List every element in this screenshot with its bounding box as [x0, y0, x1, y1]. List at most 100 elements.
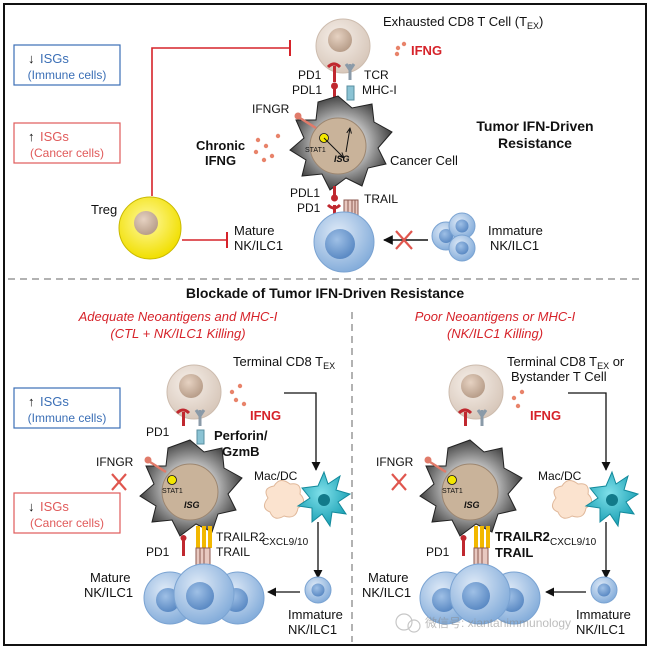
svg-text:ISGs: ISGs: [40, 51, 69, 66]
svg-text:TCR: TCR: [364, 68, 389, 82]
svg-text:NK/ILC1: NK/ILC1: [288, 622, 337, 637]
treg-cell: [118, 196, 182, 260]
svg-text:Mac/DC: Mac/DC: [254, 469, 298, 483]
watermark: 微信号: xiantanimmunology: [395, 613, 571, 633]
svg-text:(Cancer cells): (Cancer cells): [30, 146, 104, 160]
chronic-ifng-dots: [253, 133, 281, 163]
svg-text:Mac/DC: Mac/DC: [538, 469, 582, 483]
mhc1-molecule: [346, 85, 355, 101]
svg-text:PDL1: PDL1: [292, 83, 322, 97]
svg-text:(NK/ILC1 Killing): (NK/ILC1 Killing): [447, 326, 543, 341]
svg-text:IFNGR: IFNGR: [376, 455, 414, 469]
immature-nk-cluster: [431, 212, 476, 262]
up-arrow-icon: ↑: [28, 394, 35, 409]
tex-label: Exhausted CD8 T Cell (TEX): [383, 14, 543, 31]
isgs-cancer-box-left: ↓ ISGs (Cancer cells): [13, 492, 121, 534]
treg-inhibits-tex-line: [151, 47, 289, 196]
trailr2-receptor: [196, 526, 212, 548]
stat1-arrow: [323, 137, 344, 158]
cancer-cell: [419, 439, 523, 537]
trail-ligand: [473, 547, 489, 567]
cytokine-dots: [394, 41, 407, 57]
svg-text:IFNG: IFNG: [530, 408, 561, 423]
svg-text:Tumor IFN-Driven: Tumor IFN-Driven: [476, 118, 593, 134]
ifng-label: IFNG: [411, 43, 442, 58]
svg-text:TRAILR2: TRAILR2: [216, 530, 266, 544]
svg-text:STAT1: STAT1: [442, 488, 463, 495]
svg-text:STAT1: STAT1: [162, 488, 183, 495]
exhausted-t-cell: [315, 18, 371, 74]
svg-text:NK/ILC1: NK/ILC1: [576, 622, 625, 637]
up-arrow-icon: ↑: [28, 129, 35, 144]
trailr2-receptor: [474, 526, 490, 548]
svg-text:ISG: ISG: [464, 500, 480, 510]
cancer-cell-label: Cancer Cell: [390, 153, 458, 168]
svg-text:NK/ILC1: NK/ILC1: [490, 238, 539, 253]
pd1-receptor: [460, 535, 467, 556]
svg-text:NK/ILC1: NK/ILC1: [84, 585, 133, 600]
isgs-immune-box-left: ↑ ISGs (Immune cells): [13, 387, 121, 429]
blockade-title: Blockade of Tumor IFN-Driven Resistance: [186, 285, 464, 301]
stat1-dot: [447, 475, 457, 485]
cytokine-dots: [511, 389, 525, 409]
svg-text:ISG: ISG: [184, 500, 200, 510]
pd1-receptor: [175, 408, 191, 426]
blocked-x-icon: [111, 473, 127, 491]
svg-text:(Cancer cells): (Cancer cells): [30, 516, 104, 530]
svg-text:Bystander T Cell: Bystander T Cell: [511, 369, 607, 384]
svg-text:ISGs: ISGs: [40, 499, 69, 514]
svg-text:TRAIL: TRAIL: [495, 545, 533, 560]
svg-text:Immature: Immature: [576, 607, 631, 622]
pdl1-ligand: [331, 82, 338, 98]
isgs-cancer-box-top: ↑ ISGs (Cancer cells): [13, 122, 121, 164]
cancer-cell: [289, 95, 393, 191]
down-arrow-icon: ↓: [28, 499, 35, 514]
svg-text:PD1: PD1: [297, 201, 321, 215]
mature-nk-cluster: [419, 563, 541, 625]
svg-text:MHC-I: MHC-I: [362, 83, 397, 97]
svg-text:Terminal CD8 TEX or: Terminal CD8 TEX or: [507, 354, 625, 371]
blocked-x-icon: [395, 230, 413, 250]
pd1-receptor: [326, 62, 342, 82]
svg-text:TRAIL: TRAIL: [216, 545, 250, 559]
svg-text:IFNG: IFNG: [205, 153, 236, 168]
outer-frame: [3, 3, 647, 646]
svg-text:ISGs: ISGs: [40, 129, 69, 144]
treg-label: Treg: [91, 202, 117, 217]
svg-text:IFNGR: IFNGR: [252, 102, 290, 116]
isg-arrow: [345, 128, 350, 153]
terminal-t-cell-right: [448, 364, 504, 420]
svg-text:Mature: Mature: [90, 570, 130, 585]
isg-tag: ISG: [334, 154, 350, 164]
blocked-x-icon: [391, 473, 407, 491]
svg-text:TRAILR2: TRAILR2: [495, 529, 550, 544]
ifng-to-macdc-arrow: [568, 392, 611, 471]
svg-text:Resistance: Resistance: [498, 135, 572, 151]
svg-text:NK/ILC1: NK/ILC1: [234, 238, 283, 253]
svg-text:Poor Neoantigens or MHC-I: Poor Neoantigens or MHC-I: [415, 309, 576, 324]
svg-text:PD1: PD1: [146, 425, 170, 439]
svg-text:STAT1: STAT1: [305, 147, 326, 154]
svg-text:Perforin/: Perforin/: [214, 428, 268, 443]
svg-text:微信号: xiantanimmunology: 微信号: xiantanimmunology: [425, 616, 571, 630]
pd1-receptor: [457, 408, 473, 426]
mature-nk-cell: [313, 211, 375, 273]
svg-text:TRAIL: TRAIL: [364, 192, 398, 206]
ifng-to-macdc-arrow: [284, 392, 321, 471]
mac-dc-cells: [552, 470, 640, 528]
mac-dc-cells: [264, 470, 352, 528]
svg-text:Adequate Neoantigens and MHC-I: Adequate Neoantigens and MHC-I: [78, 309, 278, 324]
svg-text:Mature: Mature: [234, 223, 274, 238]
svg-text:PD1: PD1: [146, 545, 170, 559]
svg-text:CXCL9/10: CXCL9/10: [550, 537, 597, 548]
cytokine-dots: [229, 383, 247, 407]
svg-text:NK/ILC1: NK/ILC1: [362, 585, 411, 600]
isgs-immune-box-top: ↓ ISGs (Immune cells): [13, 44, 121, 86]
svg-text:Terminal CD8 TEX: Terminal CD8 TEX: [233, 354, 335, 371]
svg-text:Mature: Mature: [368, 570, 408, 585]
svg-text:IFNGR: IFNGR: [96, 455, 134, 469]
svg-text:Immature: Immature: [288, 607, 343, 622]
svg-text:(Immune cells): (Immune cells): [28, 68, 107, 82]
svg-text:(Immune cells): (Immune cells): [28, 411, 107, 425]
